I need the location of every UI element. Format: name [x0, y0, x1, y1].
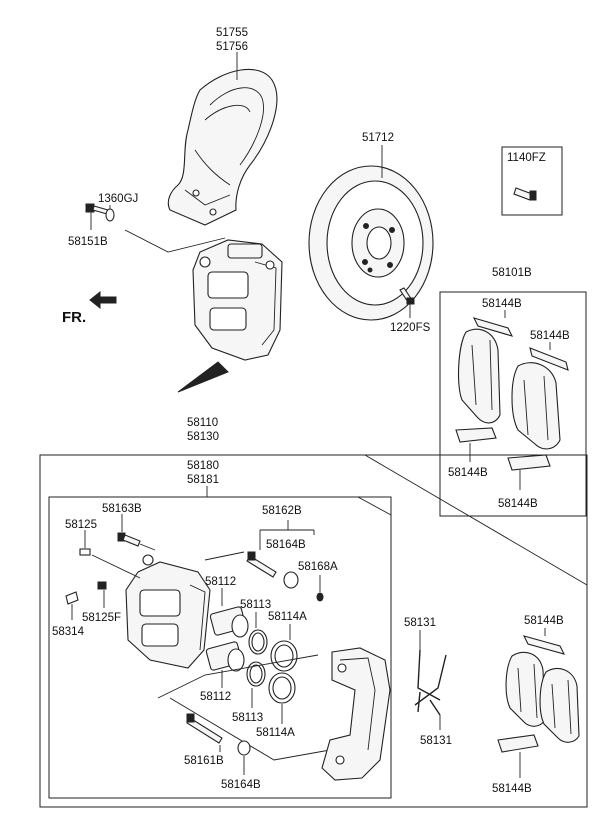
piston-outline-line — [157, 654, 331, 761]
label-dust-cover-b: 51756 — [216, 41, 248, 53]
screw-1140fz-part — [513, 187, 537, 201]
pad-kit-frame — [439, 291, 587, 517]
label-pad-spring-bottom-left: 58144B — [448, 467, 488, 479]
brake-pad-lower-left-part — [505, 651, 546, 727]
caliper-body-part — [125, 554, 211, 669]
label-pad-spring-bottom-right: 58144B — [498, 498, 538, 510]
brake-disc-part — [308, 165, 434, 321]
label-cap-58125: 58125 — [65, 519, 97, 531]
seal-58113-top-part — [248, 629, 268, 655]
label-boot-58164b-bottom: 58164B — [221, 779, 261, 791]
label-front: FR. — [62, 309, 86, 326]
leader-58162b — [259, 520, 315, 550]
label-pad-spring-top-left: 58144B — [482, 298, 522, 310]
label-piston-bottom: 58112 — [200, 691, 231, 703]
washer-1360gj-part — [105, 208, 115, 222]
label-boot-58168a: 58168A — [298, 561, 338, 573]
anti-rattle-wire-part — [414, 649, 447, 716]
screw-1220fs-part — [399, 287, 415, 305]
boot-58164b-bottom-part — [237, 740, 251, 756]
pad-spring-top-left-part — [472, 317, 514, 337]
label-guide-kit: 58162B — [262, 505, 302, 517]
label-seal-58113-bottom: 58113 — [232, 712, 263, 724]
label-screw-1140fz: 1140FZ — [507, 152, 546, 164]
brake-pad-left-part — [458, 328, 501, 424]
label-caliper-body-b: 58181 — [187, 474, 219, 486]
label-caliper-a: 58110 — [187, 417, 218, 429]
boot-58168a-part — [316, 592, 324, 602]
label-seal-58114a-top: 58114A — [268, 611, 307, 623]
piston-top-part — [209, 606, 249, 638]
label-pin-58161b: 58161B — [184, 755, 224, 767]
bolt-58151b-part — [85, 203, 109, 215]
label-seal-58113-top: 58113 — [240, 599, 271, 611]
label-wire-bottom: 58131 — [420, 735, 452, 747]
label-dust-cover-a: 51755 — [216, 27, 248, 39]
boot-58164b-top-part — [283, 571, 299, 589]
seal-58114a-bottom-part — [268, 672, 296, 704]
caliper-assembly-part — [192, 239, 283, 361]
label-pad-spring-lower-top: 58144B — [524, 615, 564, 627]
label-screw-1220fs: 1220FS — [390, 322, 431, 334]
label-disc: 51712 — [362, 132, 394, 144]
label-bleeder-58163b: 58163B — [102, 503, 142, 515]
label-bleeder-58314: 58314 — [52, 626, 85, 638]
pad-spring-bottom-left-part — [455, 427, 497, 443]
label-cap-58125f: 58125F — [82, 612, 121, 624]
caliper-frame-diagonal — [364, 454, 588, 586]
label-bolt-58151b: 58151B — [68, 236, 108, 248]
label-pad-spring-lower-bottom: 58144B — [492, 783, 532, 795]
label-boot-58164b-top: 58164B — [266, 539, 306, 551]
label-piston-top: 58112 — [205, 576, 236, 588]
caliper-assembly-frame — [39, 454, 588, 808]
leader-58163b-to-caliper — [139, 543, 156, 551]
caliper-carrier-part — [321, 647, 391, 781]
caliper-pointer-arrow-icon — [177, 361, 229, 393]
pad-spring-lower-top-part — [522, 635, 566, 655]
label-screw-1360gj: 1360GJ — [98, 193, 138, 205]
guide-pin-bottom-part — [186, 713, 223, 744]
label-pad-kit: 58101B — [492, 267, 532, 279]
bleeder-58125f-part — [97, 581, 107, 590]
label-wire-top: 58131 — [404, 617, 436, 629]
caliper-body-frame — [48, 496, 392, 799]
label-caliper-b: 58130 — [187, 431, 219, 443]
cap-58125-part — [79, 548, 91, 556]
brake-pad-right-part — [511, 362, 561, 450]
leader-58125-line — [91, 554, 141, 579]
seal-58113-bottom-part — [246, 661, 266, 687]
front-arrow-icon — [89, 290, 117, 310]
bleeder-58163b-part — [117, 532, 141, 547]
label-caliper-body-a: 58180 — [187, 460, 219, 472]
label-pad-spring-top-right: 58144B — [530, 330, 570, 342]
pad-spring-bottom-right-part — [507, 454, 551, 471]
dust-cover-part — [167, 68, 278, 226]
brake-pad-lower-right-part — [539, 668, 580, 743]
caliper-body-frame-diagonal — [357, 496, 392, 516]
pad-spring-top-right-part — [529, 347, 569, 371]
screw-1140fz-frame — [501, 146, 563, 216]
piston-bottom-part — [205, 641, 245, 672]
guide-pin-top-part — [246, 551, 277, 578]
bolt-to-caliper-line — [124, 229, 226, 253]
seal-58114a-top-part — [270, 640, 298, 672]
label-seal-58114a-bottom: 58114A — [256, 727, 295, 739]
pad-spring-lower-bottom-part — [497, 734, 539, 753]
guide-pin-to-caliper-line — [204, 551, 245, 561]
cap-58314-part — [65, 591, 79, 605]
